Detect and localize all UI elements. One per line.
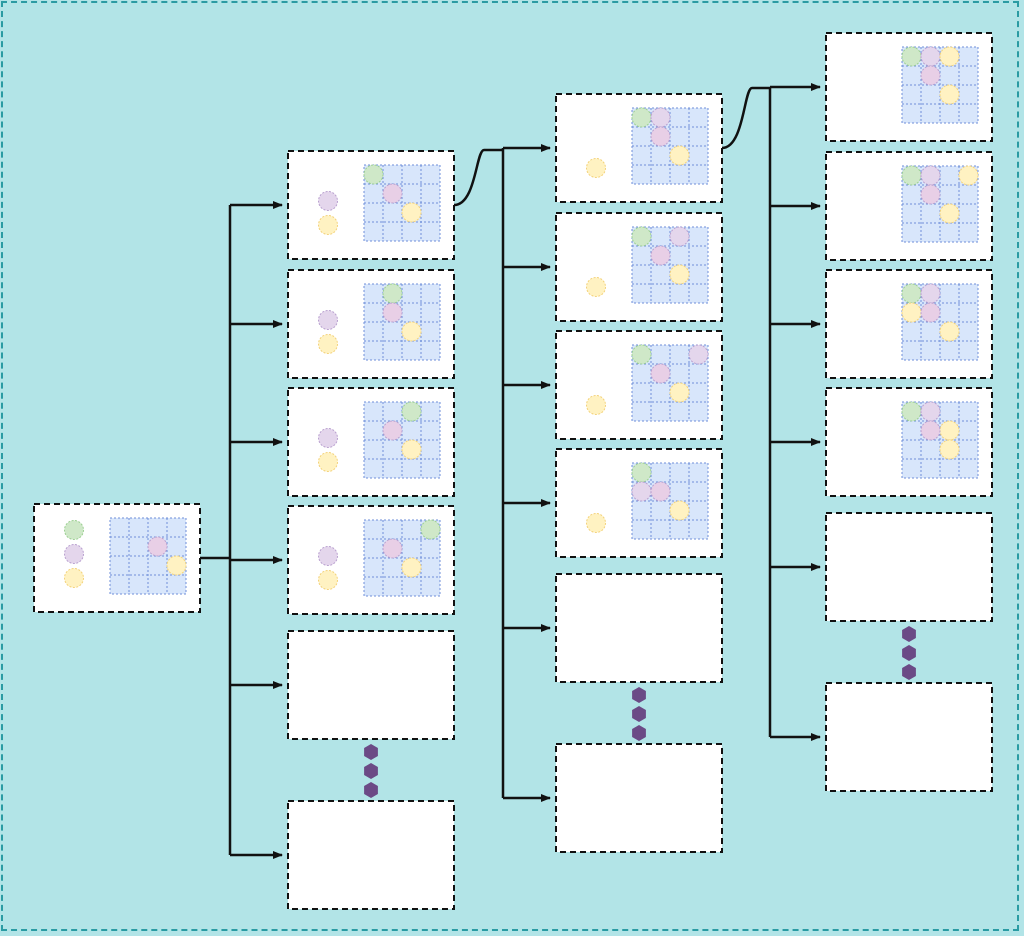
level-1-empty-card <box>287 800 455 910</box>
expansion-connector <box>453 148 503 207</box>
board-piece-pink <box>650 126 671 147</box>
board-piece-pink <box>382 420 403 441</box>
board-piece-yellow <box>669 264 690 285</box>
level-2-state-4 <box>555 448 723 558</box>
board-piece-pink <box>650 363 671 384</box>
board-piece-yellow <box>939 203 960 224</box>
side-piece-purple <box>318 428 338 448</box>
root-state <box>33 503 201 613</box>
board-piece-pink <box>650 245 671 266</box>
board-piece-yellow <box>939 46 960 67</box>
side-piece-yellow <box>586 158 606 178</box>
board-piece-pink <box>147 536 168 557</box>
board-piece-yellow <box>401 439 422 460</box>
board-piece-green <box>363 164 384 185</box>
side-piece-yellow <box>318 452 338 472</box>
expansion-connector <box>721 86 770 150</box>
board-piece-yellow <box>401 557 422 578</box>
side-piece-yellow <box>586 395 606 415</box>
board-piece-pink <box>382 302 403 323</box>
board-piece-pink <box>920 65 941 86</box>
side-piece-yellow <box>318 215 338 235</box>
level-1-state-4 <box>287 505 455 615</box>
state-card-box <box>287 630 455 740</box>
state-card-box <box>287 800 455 910</box>
side-piece-green <box>64 520 84 540</box>
side-piece-yellow <box>586 277 606 297</box>
state-card-box <box>825 682 993 792</box>
board-piece-pink <box>382 183 403 204</box>
board-piece-green <box>631 344 652 365</box>
ellipsis-hexagon-icon <box>632 725 646 741</box>
ellipsis-hexagon-icon <box>902 645 916 661</box>
level-2-state-1 <box>555 93 723 203</box>
board-piece-green <box>420 519 441 540</box>
level-1-state-1 <box>287 150 455 260</box>
board-piece-pink <box>920 302 941 323</box>
level-2-state-2 <box>555 212 723 322</box>
ellipsis-hexagon-icon <box>632 687 646 703</box>
side-piece-yellow <box>64 568 84 588</box>
board-piece-yellow <box>669 145 690 166</box>
level-3-empty-card <box>825 512 993 622</box>
side-piece-purple <box>318 310 338 330</box>
side-piece-purple <box>318 191 338 211</box>
level-2-empty-card <box>555 573 723 683</box>
board-piece-yellow <box>166 555 187 576</box>
level-2-empty-card <box>555 743 723 853</box>
level-2-state-3 <box>555 330 723 440</box>
level-3-state-2 <box>825 151 993 261</box>
board-piece-yellow <box>939 439 960 460</box>
board-piece-green <box>401 401 422 422</box>
level-3-state-1 <box>825 32 993 142</box>
level-1-state-2 <box>287 269 455 379</box>
state-card-box <box>825 512 993 622</box>
ellipsis-hexagon-icon <box>902 664 916 680</box>
level-3-state-3 <box>825 269 993 379</box>
board-piece-purple <box>669 226 690 247</box>
ellipsis-hexagon-icon <box>902 626 916 642</box>
board-piece-purple <box>688 344 709 365</box>
board-piece-yellow <box>401 321 422 342</box>
board-piece-yellow <box>669 500 690 521</box>
board-piece-yellow <box>669 382 690 403</box>
ellipsis-hexagon-icon <box>364 782 378 798</box>
ellipsis-hexagon-icon <box>364 744 378 760</box>
side-piece-yellow <box>318 334 338 354</box>
ellipsis-hexagon-icon <box>364 763 378 779</box>
side-piece-yellow <box>586 513 606 533</box>
board-piece-pink <box>920 184 941 205</box>
board-piece-yellow <box>939 321 960 342</box>
board-piece-yellow <box>958 165 979 186</box>
board-piece-pink <box>920 420 941 441</box>
board-piece-pink <box>650 481 671 502</box>
level-3-state-4 <box>825 387 993 497</box>
ellipsis-hexagon-icon <box>632 706 646 722</box>
level-3-empty-card <box>825 682 993 792</box>
side-piece-purple <box>64 544 84 564</box>
board-piece-yellow <box>401 202 422 223</box>
level-1-state-3 <box>287 387 455 497</box>
side-piece-purple <box>318 546 338 566</box>
board-piece-green <box>631 226 652 247</box>
side-piece-yellow <box>318 570 338 590</box>
board-piece-pink <box>382 538 403 559</box>
board-piece-yellow <box>939 84 960 105</box>
level-1-empty-card <box>287 630 455 740</box>
state-card-box <box>555 743 723 853</box>
state-card-box <box>555 573 723 683</box>
